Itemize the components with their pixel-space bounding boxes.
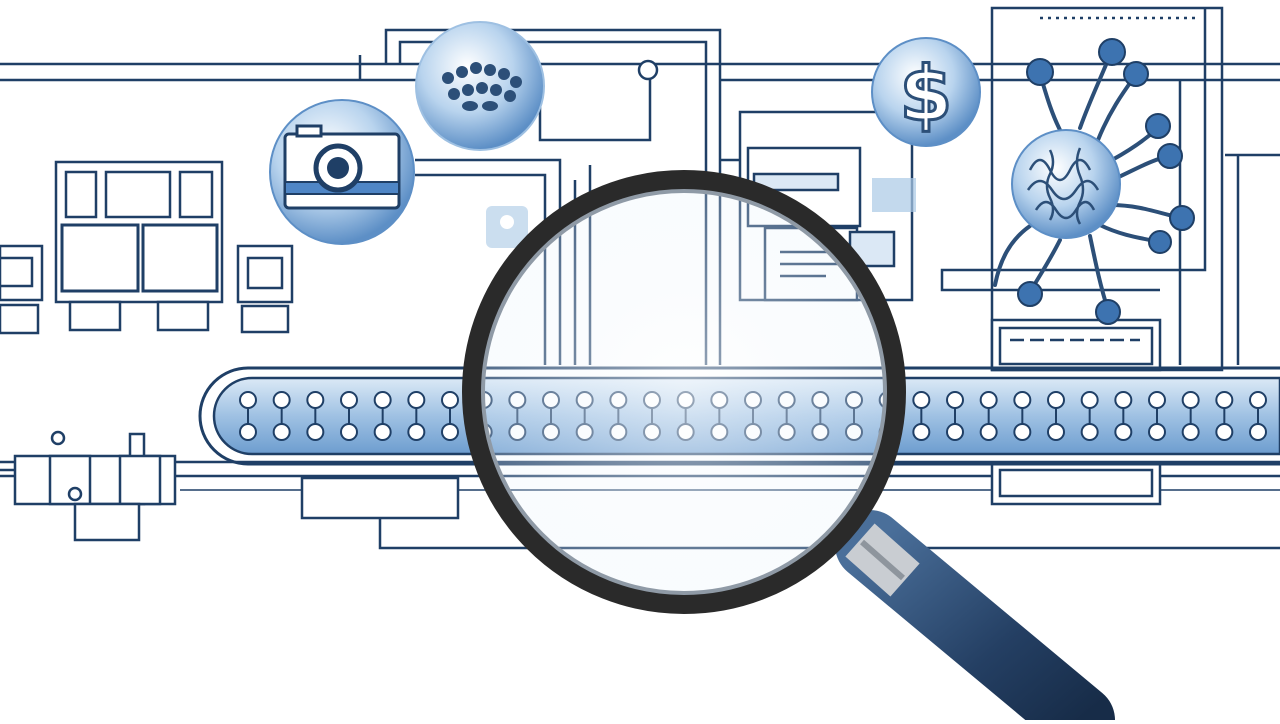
camera-icon xyxy=(269,99,415,245)
belt-pin xyxy=(239,423,257,441)
dollar-icon: $ xyxy=(871,37,981,147)
belt-pin xyxy=(1047,391,1065,409)
belt-pin xyxy=(340,391,358,409)
belt-pin xyxy=(1013,391,1032,409)
control-panel xyxy=(990,318,1162,506)
belt-pin xyxy=(1249,391,1267,409)
belt-pin xyxy=(441,391,459,409)
side-terminal-right xyxy=(236,244,294,334)
belt-pin xyxy=(1114,423,1133,441)
belt-pin xyxy=(946,423,964,441)
belt-pin xyxy=(1047,423,1065,441)
belt-pin xyxy=(1114,391,1133,409)
belt-pin xyxy=(407,423,426,441)
dollar-symbol: $ xyxy=(900,49,953,138)
belt-pin xyxy=(373,391,392,409)
belt-pin xyxy=(1080,391,1099,409)
belt-pin xyxy=(272,423,291,441)
small-pin-icon xyxy=(486,206,528,248)
belt-pin xyxy=(239,391,257,409)
pump-unit xyxy=(0,430,177,542)
server-rack xyxy=(54,160,224,332)
network-brain-icon xyxy=(993,38,1195,325)
belt-pin xyxy=(1215,423,1234,441)
belt-pin xyxy=(1249,423,1267,441)
belt-pin xyxy=(373,423,392,441)
belt-pin xyxy=(407,391,426,409)
belt-pin xyxy=(912,423,931,441)
belt-pin xyxy=(1181,423,1200,441)
belt-pin xyxy=(1080,423,1099,441)
side-terminal-left xyxy=(0,244,44,335)
belt-pin xyxy=(1013,423,1032,441)
crowd-globe-icon xyxy=(415,21,545,151)
belt-pin xyxy=(340,423,358,441)
belt-pin xyxy=(306,423,325,441)
belt-pin xyxy=(1215,391,1234,409)
belt-pin xyxy=(1148,391,1166,409)
belt-pin xyxy=(979,391,998,409)
belt-pin xyxy=(912,391,931,409)
belt-pin xyxy=(272,391,291,409)
belt-pin xyxy=(441,423,459,441)
belt-pin xyxy=(1181,391,1200,409)
output-tray xyxy=(300,476,460,520)
belt-pin xyxy=(1148,423,1166,441)
belt-pin xyxy=(979,423,998,441)
belt-pin xyxy=(306,391,325,409)
belt-pin xyxy=(946,391,964,409)
magnifying-glass-icon xyxy=(462,170,1115,724)
